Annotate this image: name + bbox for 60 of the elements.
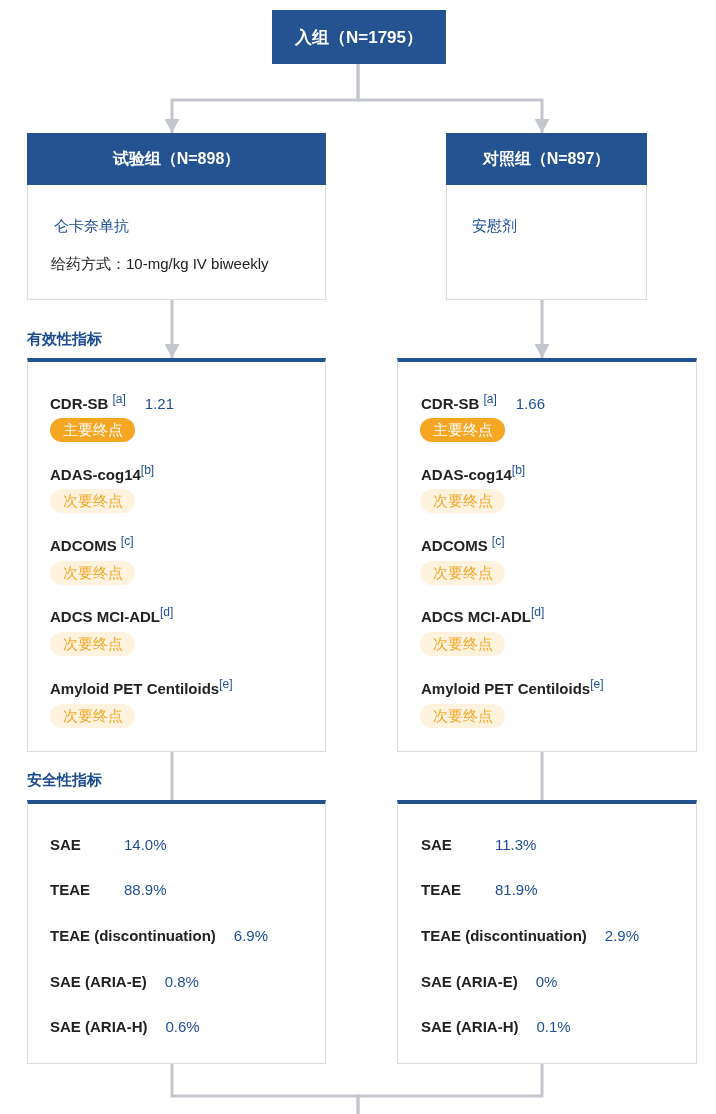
endpoint-badge: 主要终点 [50, 418, 135, 442]
drug-name: 安慰剂 [472, 216, 517, 236]
metric-name: ADCOMS $^{[c]}$ [50, 536, 134, 556]
metric-value: 1.66 [515, 394, 546, 414]
metrics-panel [397, 358, 697, 752]
connector-line [356, 1064, 544, 1114]
metric-value: 0.6% [165, 1017, 200, 1037]
arrow [356, 64, 550, 133]
metric-name: SAE (ARIA-H) [50, 1017, 148, 1037]
metric-name: ADCS MCI-ADL$^{[d]}$ [50, 607, 174, 627]
metrics-panel [397, 800, 697, 1064]
metric-name: Amyloid PET Centiloids$^{[e]}$ [421, 679, 604, 699]
metric-value: 2.9% [604, 926, 640, 946]
metric-name: TEAE (discontinuation) [421, 926, 587, 946]
metric-value: 14.0% [124, 835, 167, 855]
metric-name: Amyloid PET Centiloids$^{[e]}$ [50, 679, 233, 699]
endpoint-badge: 次要终点 [420, 704, 505, 728]
metric-value: 11.3% [495, 835, 537, 855]
endpoint-badge: 次要终点 [50, 704, 135, 728]
endpoint-badge: 次要终点 [420, 632, 505, 656]
metric-name: CDR-SB $^{[a]}$ [421, 394, 497, 414]
metric-name: SAE (ARIA-H) [421, 1017, 519, 1037]
metric-value: 0.8% [164, 972, 199, 992]
metric-name: ADAS-cog14$^{[b]}$ [50, 465, 155, 485]
endpoint-badge: 次要终点 [50, 561, 135, 585]
metric-value: 88.9% [124, 880, 167, 900]
group-card [446, 133, 647, 300]
card-header: 试验组（N=898） [27, 133, 326, 185]
section-heading: 有效性指标 [27, 329, 102, 349]
metric-name: ADCS MCI-ADL$^{[d]}$ [421, 607, 545, 627]
metric-value: 6.9% [233, 926, 269, 946]
metric-name: SAE [421, 835, 453, 855]
metric-value: 81.9% [495, 880, 538, 900]
endpoint-badge: 主要终点 [420, 418, 505, 442]
metric-name: SAE (ARIA-E) [50, 972, 147, 992]
metric-name: CDR-SB $^{[a]}$ [50, 394, 126, 414]
card-header: 对照组（N=897） [446, 133, 647, 185]
title-box: 入组（N=1795） [272, 10, 446, 64]
metric-name: SAE (ARIA-E) [421, 972, 518, 992]
endpoint-badge: 次要终点 [420, 489, 505, 513]
metric-name: SAE [50, 835, 82, 855]
group-card [27, 133, 326, 300]
connector-line [170, 752, 174, 800]
metric-name: ADAS-cog14$^{[b]}$ [421, 465, 526, 485]
endpoint-badge: 次要终点 [50, 489, 135, 513]
connector-line [540, 752, 544, 800]
metric-name: TEAE [50, 880, 91, 900]
metric-name: TEAE (discontinuation) [50, 926, 216, 946]
section-heading: 安全性指标 [27, 770, 102, 790]
dosage-text: 给药方式：10-mg/kg IV biweekly [51, 254, 269, 274]
metric-value: 0% [535, 972, 558, 992]
endpoint-badge: 次要终点 [420, 561, 505, 585]
metric-value: 0.1% [536, 1017, 571, 1037]
arrow [164, 300, 180, 358]
arrow [534, 300, 550, 358]
metric-value: 1.21 [144, 394, 175, 414]
metric-name: ADCOMS $^{[c]}$ [421, 536, 505, 556]
metric-name: TEAE [421, 880, 462, 900]
endpoint-badge: 次要终点 [50, 632, 135, 656]
drug-name: 仑卡奈单抗 [54, 216, 129, 236]
